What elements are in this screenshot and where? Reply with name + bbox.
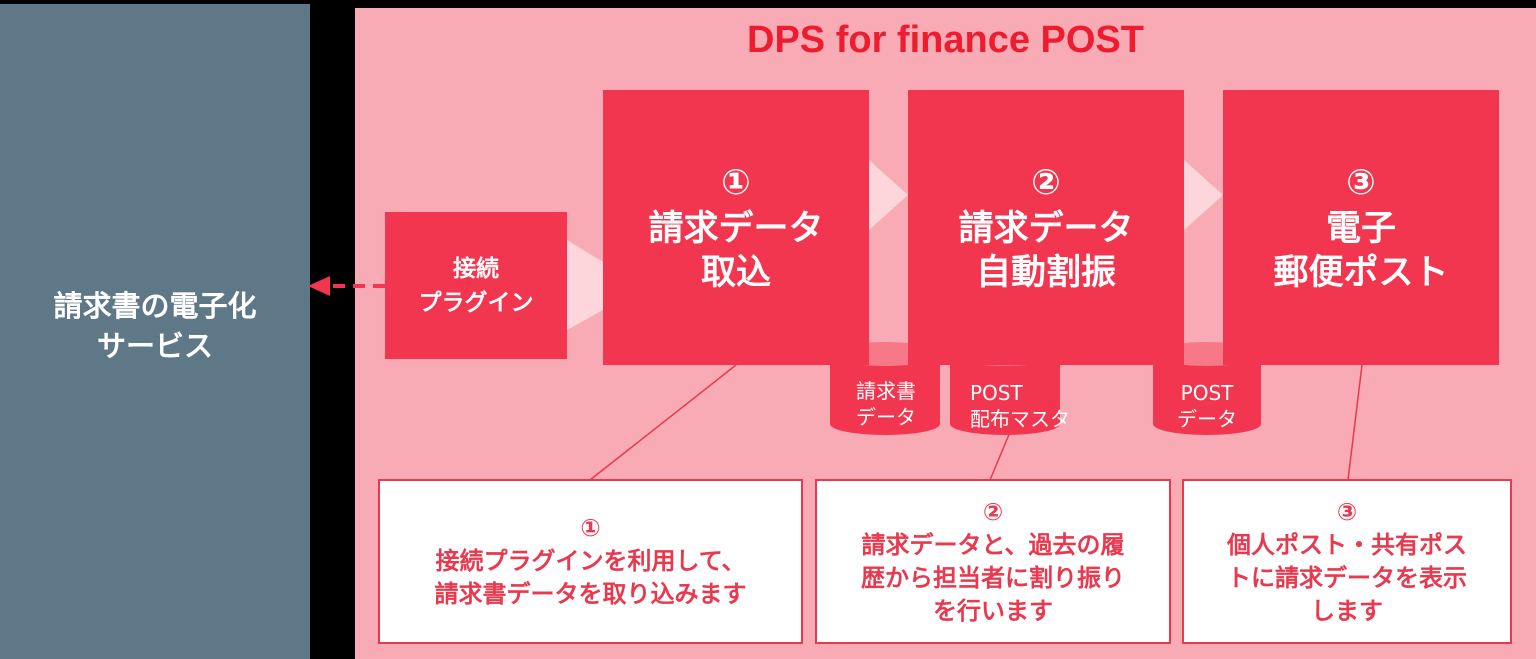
database-label-post: POST データ	[1177, 381, 1237, 431]
database-label-invoice: 請求書 データ	[856, 379, 916, 429]
note-text: 個人ポスト・共有ポス トに請求データを表示 します	[1227, 530, 1467, 625]
chevron-step1-step2	[869, 160, 908, 230]
note-number: ①	[580, 514, 601, 542]
diagram-title: DPS for finance POST	[747, 19, 1144, 61]
step-box-assign: ② 請求データ 自動割振	[908, 90, 1184, 365]
note-number: ②	[982, 497, 1004, 526]
service-panel	[0, 4, 310, 659]
note-box-2: ② 請求データと、過去の履 歴から担当者に割り振り を行います	[815, 479, 1171, 644]
step-label: 請求データ 取込	[648, 208, 824, 293]
connector-line-3	[1347, 364, 1363, 481]
step-box-import: ① 請求データ 取込	[603, 90, 869, 365]
step-number: ②	[1031, 162, 1061, 203]
chevron-plugin-step1	[567, 240, 603, 330]
connector-line-1	[589, 364, 737, 481]
note-box-1: ① 接続プラグインを利用して、 請求書データを取り込みます	[378, 479, 803, 644]
chevron-step2-step3	[1184, 160, 1223, 230]
note-text: 接続プラグインを利用して、 請求書データを取り込みます	[434, 547, 747, 608]
database-label-distribution: POST 配布マスタ	[970, 381, 1070, 431]
plugin-label: 接続 プラグイン	[418, 255, 534, 316]
dashed-arrow-head	[308, 276, 330, 296]
step-number: ①	[721, 162, 751, 203]
note-box-3: ③ 個人ポスト・共有ポス トに請求データを表示 します	[1182, 479, 1512, 644]
step-label: 電子 郵便ポスト	[1273, 208, 1449, 293]
database-cylinder-3	[1153, 342, 1261, 435]
note-number: ③	[1336, 497, 1358, 526]
step-number: ③	[1346, 162, 1376, 203]
service-label: 請求書の電子化 サービス	[53, 289, 257, 363]
step-box-post: ③ 電子 郵便ポスト	[1223, 90, 1499, 365]
step-label: 請求データ 自動割振	[958, 208, 1134, 293]
note-text: 請求データと、過去の履 歴から担当者に割り振り を行います	[861, 530, 1125, 625]
plugin-box: 接続 プラグイン	[385, 212, 567, 359]
